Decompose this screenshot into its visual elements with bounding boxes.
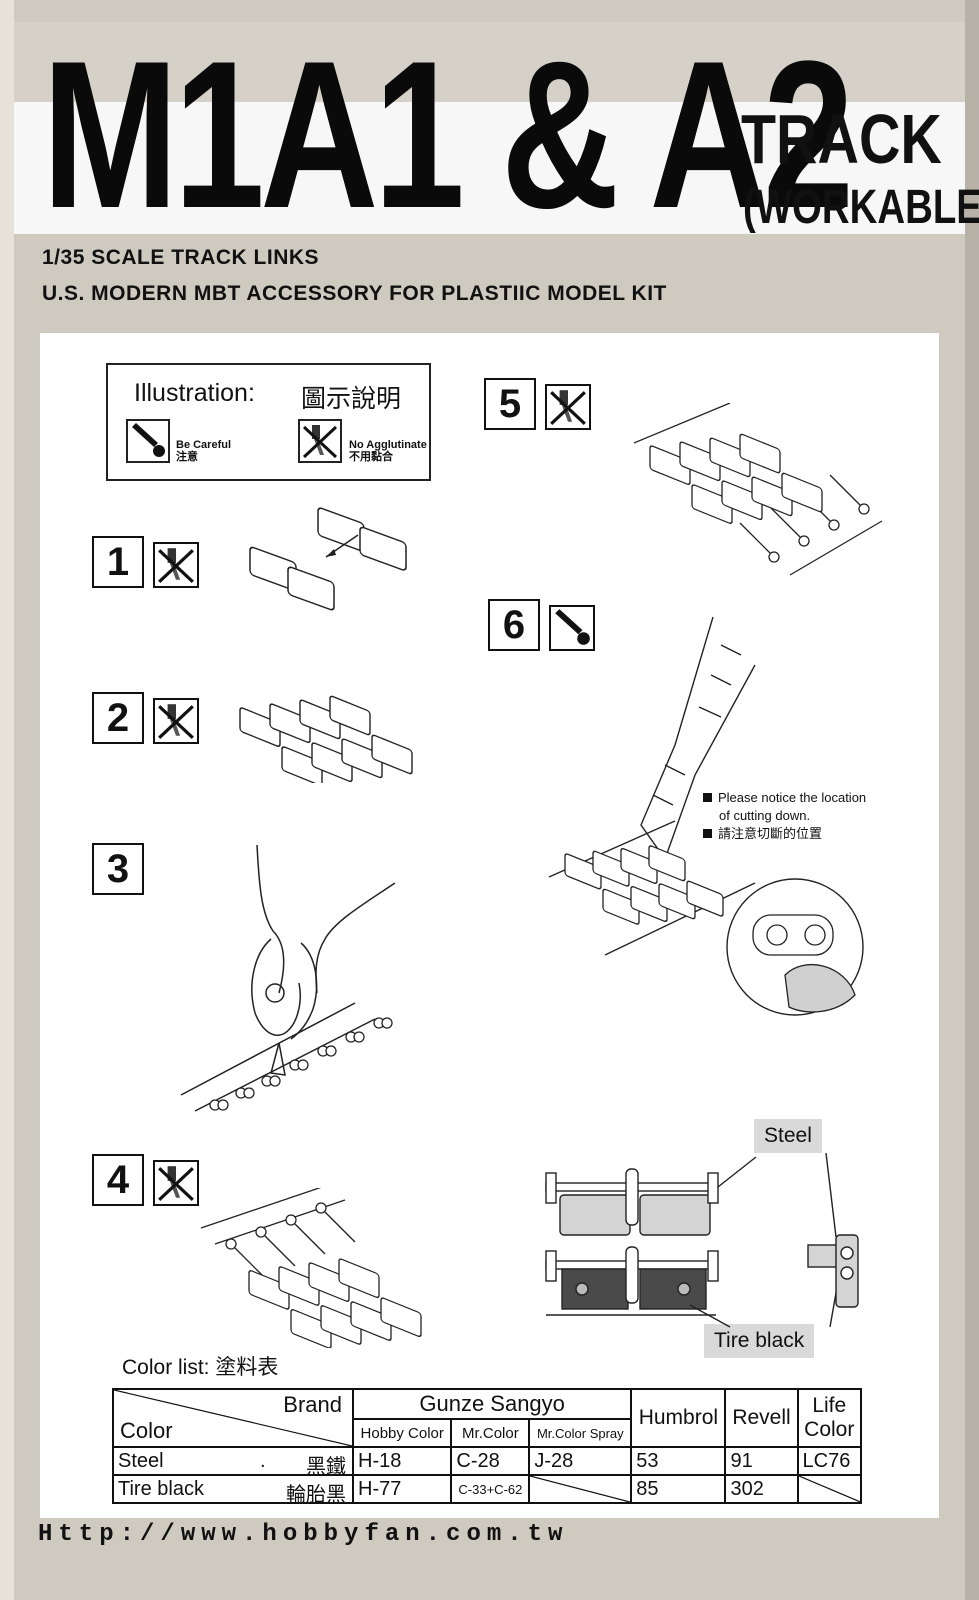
step-5-number: 5 (484, 378, 536, 430)
cell-revell: 302 (724, 1474, 799, 1504)
bullet-square (703, 829, 712, 838)
table-row: Steel . 黑鐵 H-18 C-28 J-28 53 91 LC76 (112, 1446, 863, 1478)
title-workable: (WORKABLE) (743, 181, 979, 234)
step-6-number: 6 (488, 599, 540, 651)
legend-title: Illustration: (134, 379, 255, 407)
be-careful-en: Be Careful (176, 439, 232, 451)
left-edge (0, 0, 14, 1600)
no-glue-icon (153, 542, 199, 588)
table-row: Tire black 輪胎黑 H-77 C-33+C-62 85 302 (112, 1474, 863, 1506)
accessory-line: U.S. MODERN MBT ACCESSORY FOR PLASTIIC M… (42, 282, 667, 305)
step-2-number: 2 (92, 692, 144, 744)
brand-header: Brand (283, 1392, 342, 1417)
instruction-panel: Illustration: 圖示說明 Be Careful 注意 No Aggl… (40, 333, 939, 1518)
mr-color-header: Mr.Color (450, 1418, 531, 1448)
cell-mr: C-33+C-62 (450, 1474, 531, 1504)
color-list-label: Color list: 塗料表 (122, 1351, 278, 1381)
step-4-number: 4 (92, 1154, 144, 1206)
title-band: M1A1 & A2 TRACK (WORKABLE) (14, 22, 979, 240)
no-glue-zh: 不用黏合 (349, 451, 393, 463)
life-color-header: Life Color (796, 1388, 863, 1448)
brand-color-header: Brand Color (112, 1388, 354, 1448)
note-line-1: Please notice the location (718, 790, 867, 805)
cell-mr: C-28 (450, 1446, 531, 1476)
color-table: Brand Color Gunze Sangyo Humbrol Revell … (112, 1388, 863, 1506)
step-3-number: 3 (92, 843, 144, 895)
be-careful-label: Be Careful 注意 (176, 439, 231, 463)
step-2-drawing (239, 695, 413, 783)
website-link[interactable]: Http://www.hobbyfan.com.tw (38, 1521, 569, 1548)
row-color-name: Steel . 黑鐵 (112, 1446, 354, 1478)
note-line-2: of cutting down. (719, 808, 811, 823)
step-3-drawing (180, 844, 396, 1112)
cell-humbrol: 53 (630, 1446, 727, 1476)
cell-hobby: H-18 (351, 1446, 453, 1476)
legend-box: Illustration: 圖示說明 Be Careful 注意 No Aggl… (106, 363, 431, 481)
step-5-drawing (633, 403, 883, 576)
cell-hobby: H-77 (351, 1474, 453, 1504)
header-diagonal (114, 1390, 352, 1446)
title-track: TRACK (741, 100, 942, 178)
row-color-name: Tire black 輪胎黑 (112, 1474, 354, 1506)
legend-title-zh: 圖示說明 (301, 385, 402, 413)
tire-black-callout: Tire black (704, 1324, 815, 1358)
no-glue-icon (298, 419, 342, 463)
right-edge (965, 0, 979, 1600)
note-line-3: 請注意切斷的位置 (718, 826, 823, 841)
row-name-en: Tire black (118, 1477, 204, 1500)
be-careful-icon (126, 419, 170, 463)
row-name-zh: 黑鐵 (306, 1456, 346, 1478)
step-1-drawing (249, 507, 407, 611)
no-glue-label: No Agglutinate 不用黏合 (349, 439, 427, 463)
revell-header: Revell (724, 1388, 799, 1448)
mr-color-spray-header: Mr.Color Spray (528, 1418, 633, 1448)
color-list-title-zh: 塗料表 (215, 1356, 279, 1379)
be-careful-zh: 注意 (176, 451, 198, 463)
no-glue-en: No Agglutinate (349, 439, 427, 451)
no-glue-icon (153, 1160, 199, 1206)
cutting-note: Please notice the location of cutting do… (703, 789, 866, 843)
empty-cell-diagonal (530, 1476, 630, 1502)
bullet-square (703, 793, 712, 802)
cell-revell: 91 (724, 1446, 799, 1476)
gunze-header: Gunze Sangyo (351, 1388, 633, 1420)
no-glue-icon (153, 698, 199, 744)
no-glue-icon (545, 384, 591, 430)
empty-cell-diagonal (799, 1476, 860, 1502)
cell-spray: J-28 (528, 1446, 633, 1476)
step-1-number: 1 (92, 536, 144, 588)
row-name-zh: 輪胎黑 (286, 1484, 346, 1506)
cell-spray-empty (528, 1474, 633, 1504)
cell-life-empty (796, 1474, 863, 1504)
life-color-header-line2: Color (804, 1418, 855, 1441)
steel-callout: Steel (754, 1119, 822, 1153)
life-color-header-line1: Life (812, 1394, 847, 1417)
scale-line: 1/35 SCALE TRACK LINKS (42, 246, 320, 269)
color-list-title: Color list: (122, 1356, 210, 1379)
title-main: M1A1 & A2 (42, 17, 854, 252)
humbrol-header: Humbrol (630, 1388, 727, 1448)
link-color-drawing (545, 1153, 859, 1328)
be-careful-icon (549, 605, 595, 651)
color-header: Color (120, 1418, 173, 1443)
step-4-drawing (200, 1188, 422, 1348)
row-name-en: Steel (118, 1449, 164, 1472)
cell-life: LC76 (796, 1446, 863, 1476)
step-6-drawing (548, 616, 864, 1016)
hobby-color-header: Hobby Color (351, 1418, 453, 1448)
title-top-shade (14, 22, 965, 102)
row-dot: . (260, 1449, 266, 1472)
cell-humbrol: 85 (630, 1474, 727, 1504)
